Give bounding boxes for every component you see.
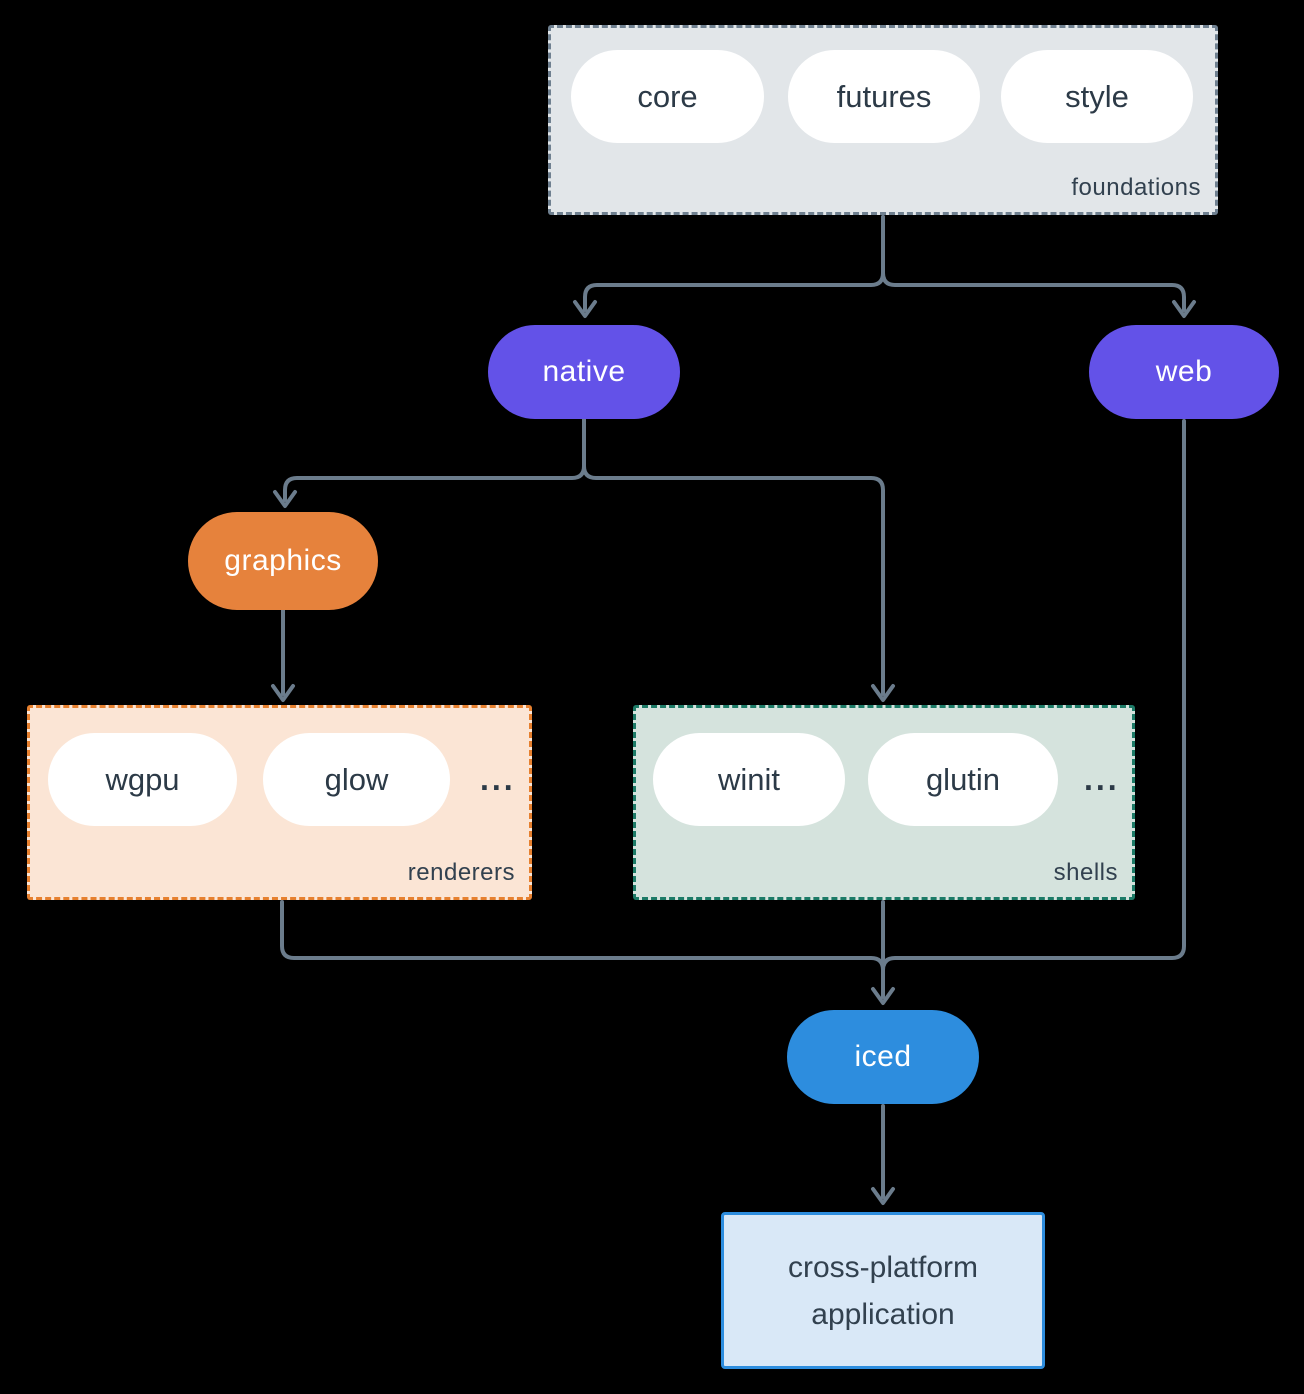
pill-wgpu: wgpu bbox=[48, 733, 237, 826]
node-iced-label: iced bbox=[854, 1040, 912, 1073]
edge-native-to-shells bbox=[582, 417, 885, 696]
node-web: web bbox=[1089, 325, 1279, 419]
arrowhead-graphics bbox=[273, 490, 297, 508]
pill-core-label: core bbox=[637, 78, 698, 114]
node-graphics-label: graphics bbox=[224, 544, 342, 577]
arrowhead-shells bbox=[871, 684, 895, 702]
edge-renderers-to-merge bbox=[280, 900, 885, 972]
application-label-line2: application bbox=[811, 1297, 955, 1331]
pill-style-label: style bbox=[1065, 78, 1129, 114]
arrowhead-application bbox=[871, 1187, 895, 1205]
pill-glow: glow bbox=[263, 733, 450, 826]
edge-native-to-graphics bbox=[283, 417, 586, 502]
group-shells: winit glutin ... shells bbox=[633, 705, 1135, 900]
pill-core: core bbox=[571, 50, 764, 143]
group-renderers: wgpu glow ... renderers bbox=[27, 705, 532, 900]
group-renderers-label: renderers bbox=[407, 859, 515, 886]
pill-futures-label: futures bbox=[836, 78, 932, 114]
pill-glutin-label: glutin bbox=[925, 761, 1001, 797]
node-native: native bbox=[488, 325, 680, 419]
group-foundations: core futures style foundations bbox=[548, 25, 1218, 215]
renderers-ellipsis: ... bbox=[480, 761, 516, 797]
node-web-label: web bbox=[1155, 355, 1213, 388]
pill-glutin: glutin bbox=[868, 733, 1058, 826]
group-shells-label: shells bbox=[1053, 859, 1118, 886]
shells-ellipsis: ... bbox=[1084, 761, 1120, 797]
arrowhead-iced bbox=[871, 987, 895, 1005]
node-iced: iced bbox=[787, 1010, 979, 1104]
pill-style: style bbox=[1001, 50, 1193, 143]
pill-winit: winit bbox=[653, 733, 845, 826]
pill-futures: futures bbox=[788, 50, 980, 143]
node-graphics: graphics bbox=[188, 512, 378, 610]
application-label-line1: cross-platform bbox=[787, 1250, 979, 1284]
edge-foundations-to-web bbox=[881, 215, 1186, 312]
arrowhead-native bbox=[573, 300, 597, 318]
node-cross-platform-application: cross-platform application bbox=[721, 1212, 1045, 1369]
pill-winit-label: winit bbox=[717, 761, 780, 797]
pill-wgpu-label: wgpu bbox=[105, 761, 180, 797]
edge-foundations-to-native bbox=[583, 215, 885, 312]
arrowhead-renderers bbox=[271, 684, 295, 702]
node-native-label: native bbox=[542, 355, 626, 388]
pill-glow-label: glow bbox=[324, 761, 389, 797]
group-foundations-label: foundations bbox=[1071, 174, 1201, 201]
arrowhead-web bbox=[1172, 300, 1196, 318]
